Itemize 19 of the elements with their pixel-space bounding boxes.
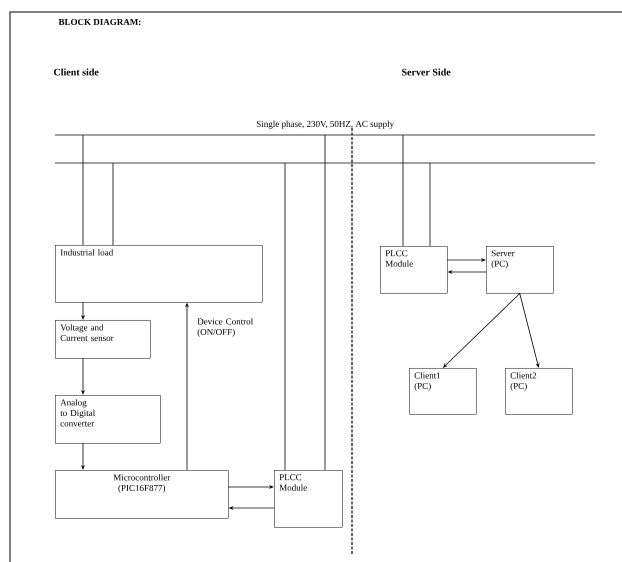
- power-line: [284, 162, 286, 470]
- block-box: Analog to Digital converter: [55, 394, 160, 444]
- block-box: Client2 (PC): [505, 368, 572, 414]
- block-box: Microcontroller (PIC16F877): [55, 470, 228, 518]
- side-heading: Server Side: [402, 68, 450, 76]
- block-box: Server (PC): [486, 246, 554, 294]
- side-heading: Client side: [54, 68, 99, 76]
- power-line: [82, 134, 84, 246]
- block-box: Voltage and Current sensor: [55, 320, 150, 358]
- power-line: [324, 134, 326, 470]
- supply-bus: Single phase, 230V, 50HZ, AC supply: [54, 120, 596, 164]
- block-box: PLCC Module: [380, 246, 448, 294]
- block-box: PLCC Module: [274, 470, 342, 528]
- edge-label: Device Control (ON/OFF): [197, 318, 253, 337]
- title: BLOCK DIAGRAM:: [58, 18, 140, 26]
- power-line: [112, 162, 114, 246]
- block-box: Industrial load: [55, 245, 262, 302]
- block-box: Client1 (PC): [409, 368, 476, 414]
- power-line: [402, 134, 404, 246]
